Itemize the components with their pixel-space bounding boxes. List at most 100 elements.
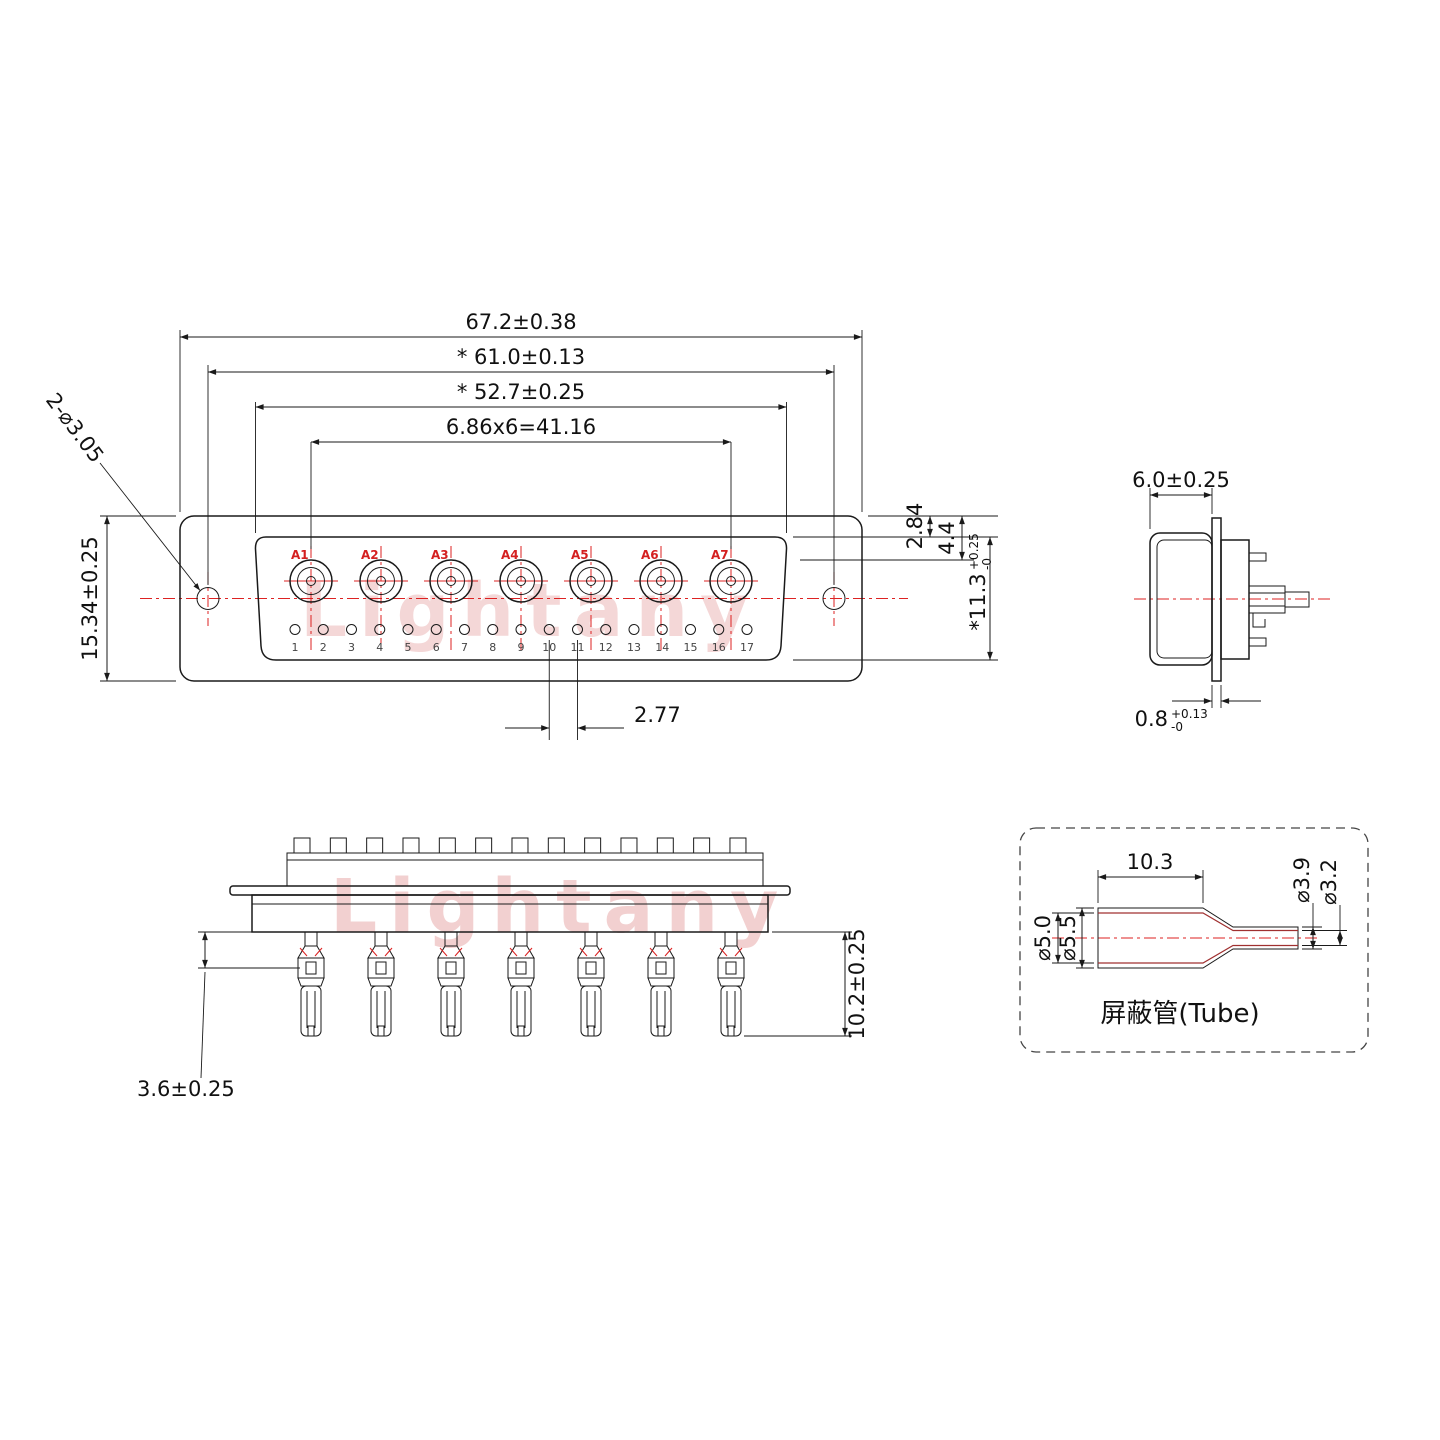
pin-contact — [459, 624, 470, 635]
dim-contact-pitch: 6.86x6=41.16 — [310, 415, 732, 549]
pin-contact — [713, 624, 725, 635]
solder-cup — [647, 931, 675, 1037]
pin-label: 16 — [712, 641, 726, 654]
watermark-text: Lightany — [330, 864, 790, 950]
dim-pin-pitch: 2.77 — [505, 640, 681, 740]
svg-text:15.34±0.25: 15.34±0.25 — [78, 536, 102, 660]
pin-contact — [402, 624, 414, 635]
pin-contact — [600, 624, 612, 635]
pin-contact — [543, 624, 555, 635]
pin-contact — [374, 624, 386, 635]
solder-cup — [507, 931, 535, 1037]
svg-text:2.84: 2.84 — [903, 503, 927, 550]
coax-contact: A5 — [564, 546, 618, 650]
dim-tube-d55: ⌀5.5 — [1056, 907, 1094, 969]
tube-view: 10.3 ⌀5.0 ⌀5.5 ⌀3.9 ⌀3.2 — [1019, 827, 1369, 1053]
dim-overall-width: 67.2±0.38 — [179, 310, 863, 512]
contact-label: A3 — [431, 548, 449, 562]
svg-text:⌀5.0: ⌀5.0 — [1031, 915, 1055, 961]
dim-tube-d50: ⌀5.0 — [1031, 912, 1094, 964]
pin-contact — [430, 624, 442, 635]
coax-contact: A4 — [494, 546, 548, 650]
dim-contact-offset: 4.4 — [800, 516, 974, 561]
pin-contact — [317, 624, 329, 635]
shell-outline — [254, 536, 788, 661]
mount-hole-left — [196, 587, 220, 610]
mount-hole-right — [822, 587, 846, 610]
rear-view: 3.6±0.25 10.2±0.25 — [137, 837, 869, 1101]
svg-text:⌀5.5: ⌀5.5 — [1056, 915, 1080, 961]
front-contacts: A1 A2 A3 A4 A5 A6 A7 — [284, 546, 758, 650]
pin-label: 17 — [740, 641, 754, 654]
svg-text:* 52.7±0.25: * 52.7±0.25 — [457, 380, 585, 404]
dim-tail-length: 3.6±0.25 — [137, 931, 300, 1101]
pin-label: 1 — [292, 641, 299, 654]
flange-outline — [179, 515, 863, 682]
side-contact-bottom — [1248, 637, 1267, 647]
pin-label: 7 — [461, 641, 468, 654]
watermark-text: Lightany — [300, 568, 760, 654]
pin-contact — [656, 624, 668, 635]
svg-text:10.3: 10.3 — [1127, 850, 1174, 874]
solder-cup — [437, 931, 465, 1037]
dim-shell-height-lines — [793, 537, 998, 661]
coax-contact: A3 — [424, 546, 478, 650]
contact-label: A1 — [291, 548, 309, 562]
pin-contact — [572, 624, 583, 635]
contact-label: A5 — [571, 548, 589, 562]
side-view: 6.0±0.25 0.8 +0.13 -0 — [1132, 468, 1332, 734]
svg-text:3.6±0.25: 3.6±0.25 — [137, 1077, 235, 1101]
svg-text:67.2±0.38: 67.2±0.38 — [465, 310, 576, 334]
svg-text:⌀3.9: ⌀3.9 — [1290, 857, 1314, 903]
pin-label: 15 — [684, 641, 698, 654]
coax-contact: A2 — [354, 546, 408, 650]
tube-inner-wall — [1098, 912, 1298, 964]
dim-tube-length: 10.3 — [1097, 850, 1204, 903]
contact-label: A4 — [501, 548, 519, 562]
svg-text:6.86x6=41.16: 6.86x6=41.16 — [446, 415, 596, 439]
svg-text:-0: -0 — [980, 558, 994, 570]
coax-contact: A1 — [284, 546, 338, 650]
svg-text:4.4: 4.4 — [935, 521, 959, 554]
dim-tube-d32: ⌀3.2 — [1302, 859, 1347, 946]
solder-cup — [717, 931, 745, 1037]
solder-cup — [367, 931, 395, 1037]
side-contact-top — [1248, 552, 1267, 562]
side-coax-tip — [1284, 591, 1310, 608]
rear-cups — [297, 931, 745, 1037]
svg-text:* 61.0±0.13: * 61.0±0.13 — [457, 345, 585, 369]
dim-mount-spacing: * 61.0±0.13 — [207, 345, 835, 585]
pin-label: 14 — [655, 641, 669, 654]
svg-text:0.8: 0.8 — [1135, 707, 1168, 731]
coax-contact: A7 — [704, 546, 758, 650]
coax-contact: A6 — [634, 546, 688, 650]
pin-contact — [515, 624, 527, 635]
pin-contact — [628, 624, 640, 635]
pin-label: 6 — [433, 641, 440, 654]
tube-label: 屏蔽管(Tube) — [1100, 999, 1259, 1029]
contact-label: A6 — [641, 548, 659, 562]
pin-label: 12 — [599, 641, 613, 654]
pin-contact — [346, 624, 357, 635]
rear-body — [251, 894, 769, 933]
svg-text:⌀3.2: ⌀3.2 — [1317, 859, 1341, 905]
pin-contact — [741, 624, 753, 635]
svg-text:-0: -0 — [1171, 720, 1183, 734]
dim-flange-thickness: 0.8 +0.13 -0 — [1135, 685, 1261, 734]
pin-contact — [289, 624, 301, 635]
svg-text:*11.3: *11.3 — [966, 573, 990, 630]
contact-label: A7 — [711, 548, 729, 562]
dim-height: 15.34±0.25 — [78, 515, 176, 682]
pin-label: 8 — [489, 641, 496, 654]
dim-shell-width: * 52.7±0.25 — [255, 380, 787, 533]
pin-label: 13 — [627, 641, 641, 654]
side-contact-hook — [1252, 613, 1266, 628]
svg-text:+0.25: +0.25 — [967, 533, 981, 570]
rear-top-strip — [286, 852, 764, 861]
svg-text:2.77: 2.77 — [634, 703, 681, 727]
